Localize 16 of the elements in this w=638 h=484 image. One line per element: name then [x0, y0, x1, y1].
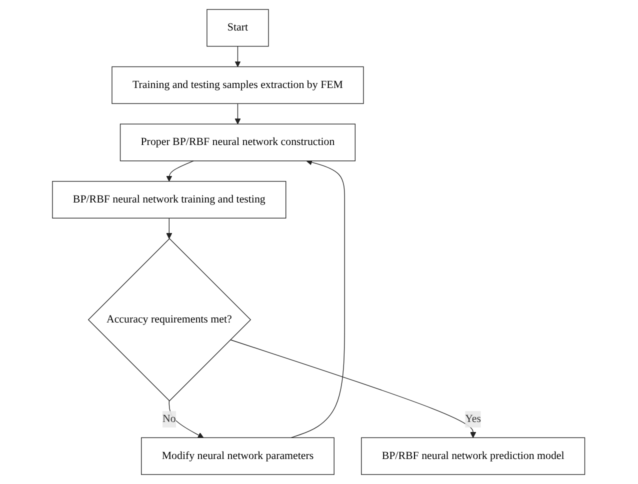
arrow: [230, 339, 476, 438]
arrow: [291, 159, 346, 438]
edge-label: No: [162, 413, 176, 425]
arrow: [169, 400, 204, 438]
node-box: Modify neural network parameters: [141, 437, 335, 475]
node-box: Proper BP/RBF neural network construction: [120, 124, 356, 162]
arrow: [235, 46, 242, 68]
arrow: [235, 103, 242, 124]
node-diamond: Accuracy requirements met?: [88, 238, 252, 402]
node-box: BP/RBF neural network training and testing: [52, 180, 287, 218]
node-box: Training and testing samples extraction by FEM: [112, 66, 364, 104]
arrow: [166, 218, 173, 239]
edge-label: Yes: [466, 413, 482, 425]
arrow: [166, 160, 194, 182]
node-box: Start: [207, 9, 270, 47]
node-box: BP/RBF neural network prediction model: [361, 437, 586, 475]
